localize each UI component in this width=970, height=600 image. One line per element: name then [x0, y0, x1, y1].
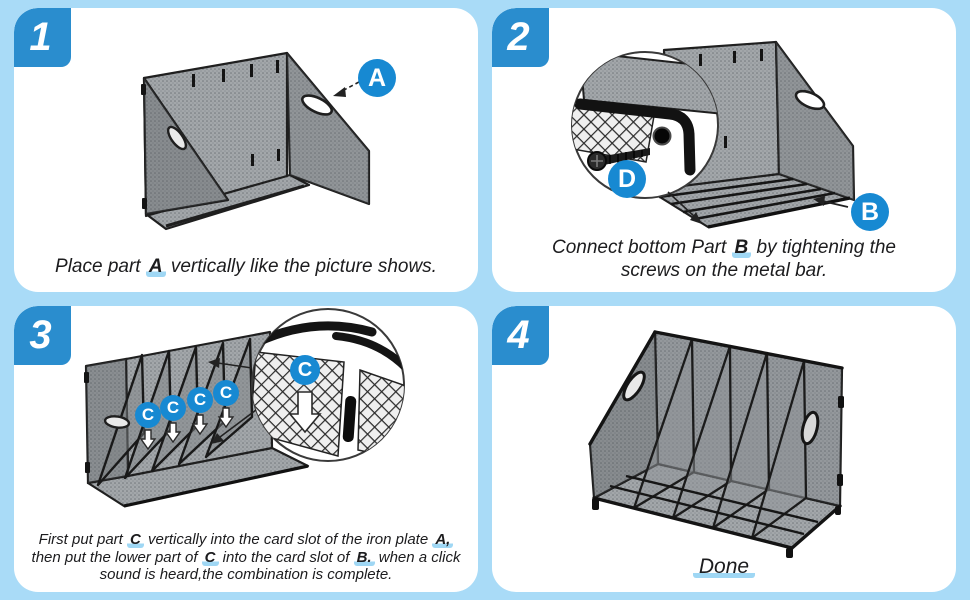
caption-line: sound is heard,the combination is comple… [99, 566, 393, 584]
step-4-card: 4 [492, 306, 956, 592]
metal-bars [658, 177, 836, 221]
part-label-d: D [608, 160, 646, 198]
handle-cutout [794, 89, 826, 111]
step-3-card: 3 [14, 306, 478, 592]
handle-cutout [103, 415, 131, 429]
zoom-circle [251, 308, 405, 462]
step-number-badge: 4 [492, 306, 549, 365]
step-number: 3 [29, 313, 52, 357]
step-number-badge: 3 [14, 306, 71, 365]
part-label-c: C [290, 355, 320, 385]
card-slots [141, 60, 280, 209]
insert-arrow-icon [288, 391, 322, 434]
part-label-c: C [187, 387, 213, 413]
frame-tube [332, 332, 404, 372]
zoom-circle [571, 51, 719, 199]
handle-cutout [622, 370, 646, 402]
handle-cutout [166, 125, 188, 151]
step-4-caption: Done [492, 555, 956, 580]
arrow-icon [211, 409, 257, 444]
screw-icon [587, 148, 650, 171]
handle-cutout [300, 94, 334, 116]
insert-arrow-icon [139, 407, 235, 451]
metal-frame-corner [574, 98, 696, 176]
step-number-badge: 2 [492, 8, 549, 67]
caption-line: screws on the metal bar. [620, 259, 828, 281]
part-a-illustration [141, 51, 371, 231]
arrow-icon [208, 358, 253, 369]
arrow-icon [813, 196, 849, 208]
arrow-icon [667, 191, 702, 224]
right-side-panel [285, 51, 371, 206]
frame-tube [253, 321, 377, 347]
step-number: 2 [507, 15, 530, 59]
caption-line: First put part C vertically into the car… [14, 530, 478, 549]
base-bars [609, 474, 819, 536]
step-1-card: 1 [14, 8, 478, 292]
step-number: 4 [507, 313, 530, 357]
step-number: 1 [29, 15, 52, 59]
part-c-illustration [84, 308, 405, 508]
card-slots [699, 49, 763, 148]
screw-hole [652, 126, 672, 146]
part-label-c: C [160, 395, 186, 421]
step-number-badge: 1 [14, 8, 71, 67]
caption-line: Connect bottom Part B by tightening the [552, 237, 896, 259]
step-3-caption: First put part C vertically into the car… [14, 530, 478, 584]
step-2-caption: Connect bottom Part B by tightening the … [492, 237, 956, 282]
arrow-icon [333, 81, 360, 97]
part-label-a: A [358, 59, 396, 97]
part-label-c: C [213, 380, 239, 406]
part-label-b: B [851, 193, 889, 231]
handle-cutout [800, 410, 820, 446]
finished-organizer-illustration [588, 330, 844, 558]
part-b-illustration [571, 40, 856, 229]
part-label-c: C [135, 402, 161, 428]
caption-line: then put the lower part of C into the ca… [31, 548, 461, 566]
step-1-caption: Place part A vertically like the picture… [55, 255, 437, 277]
step-2-card: 2 [492, 8, 956, 292]
clip-bar [342, 396, 357, 443]
